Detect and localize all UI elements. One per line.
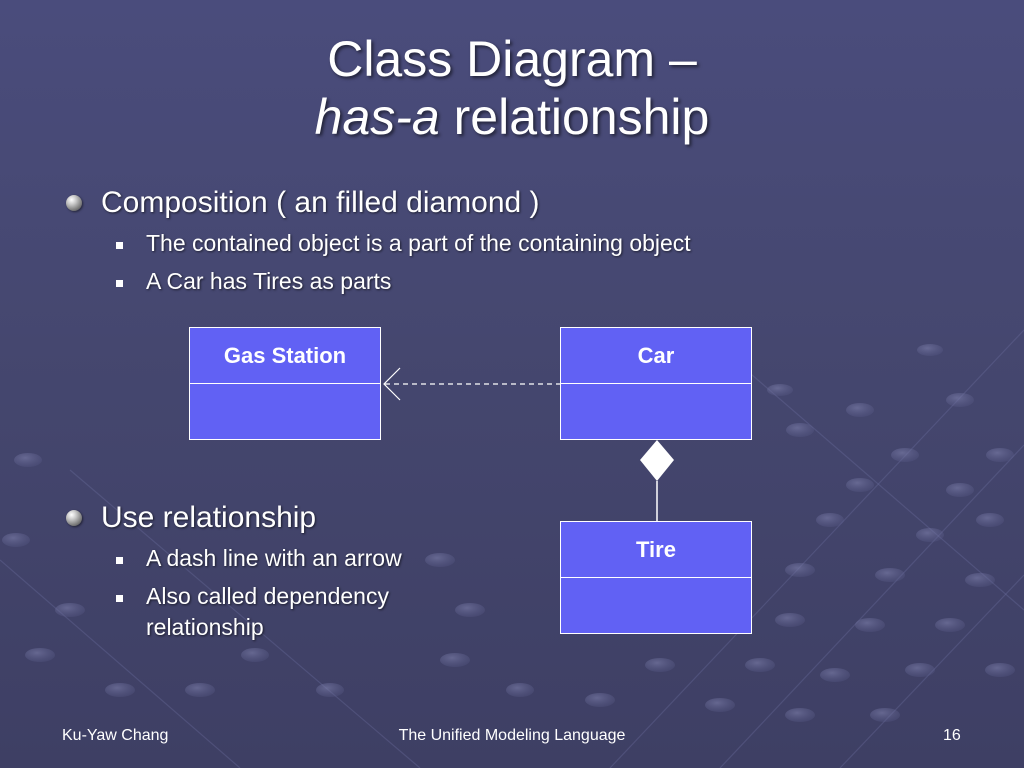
composition-point-2: A Car has Tires as parts: [146, 268, 392, 294]
bullet-sphere-icon: [66, 195, 82, 211]
section-heading-use-relationship: Use relationship: [101, 501, 317, 534]
footer-course: The Unified Modeling Language: [398, 727, 626, 744]
bullet-sphere-icon: [66, 510, 82, 526]
composition-filled-diamond: [640, 440, 674, 481]
class-attributes-compartment: [561, 578, 751, 633]
class-attributes-compartment: [190, 384, 380, 439]
slide-title: Class Diagram – has-a relationship: [0, 30, 1024, 146]
composition-point-1: The contained object is a part of the co…: [146, 230, 691, 256]
square-bullet-icon: [116, 242, 123, 249]
use-point-2: Also called dependency: [146, 583, 389, 609]
class-attributes-compartment: [561, 384, 751, 439]
class-name-car: Car: [561, 328, 751, 384]
use-point-1: A dash line with an arrow: [146, 545, 402, 571]
class-box-gas-station[interactable]: Gas Station: [189, 327, 381, 440]
square-bullet-icon: [116, 557, 123, 564]
title-line-2: has-a relationship: [0, 88, 1024, 146]
class-box-car[interactable]: Car: [560, 327, 752, 440]
square-bullet-icon: [116, 595, 123, 602]
dependency-arrowhead: [383, 367, 401, 401]
class-name-gas-station: Gas Station: [190, 328, 380, 384]
title-italic-term: has-a: [314, 89, 440, 145]
title-line-1: Class Diagram –: [327, 31, 697, 87]
use-point-2-continued: relationship: [146, 614, 264, 640]
footer-page-number: 16: [943, 727, 961, 744]
title-line-2-rest: relationship: [439, 89, 710, 145]
section-heading-composition: Composition ( an filled diamond ): [101, 186, 540, 219]
class-box-tire[interactable]: Tire: [560, 521, 752, 634]
class-name-tire: Tire: [561, 522, 751, 578]
square-bullet-icon: [116, 280, 123, 287]
footer-author: Ku-Yaw Chang: [62, 727, 169, 744]
